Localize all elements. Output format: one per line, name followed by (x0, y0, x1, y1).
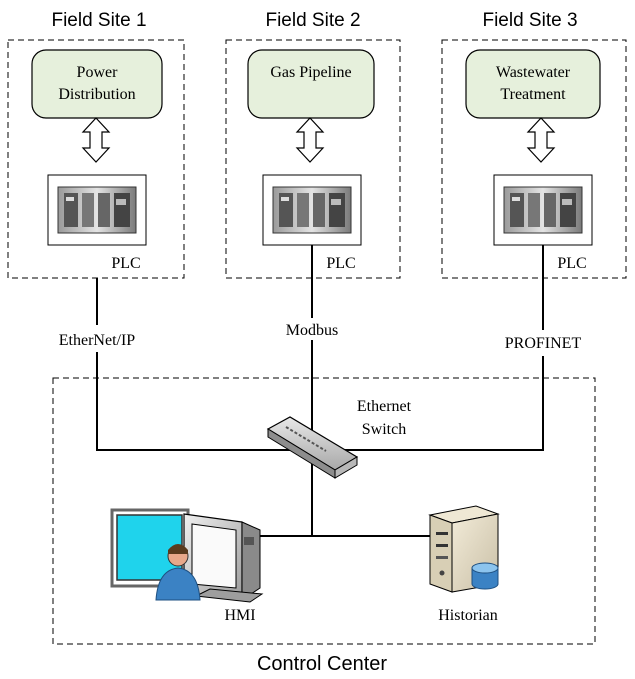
bidirectional-arrow-icon (81, 117, 111, 163)
process-label-line-2: Treatment (500, 86, 566, 103)
link-hmi-historian (252, 535, 448, 549)
switch-icon (266, 416, 359, 479)
process-label-line-1: Gas Pipeline (270, 64, 351, 81)
switch-label-line-1: Ethernet (357, 398, 412, 415)
historian-label: Historian (438, 607, 498, 624)
process-box: Power Distribution (31, 49, 163, 119)
hmi-workstation-icon (110, 508, 264, 603)
site-boundary (225, 39, 401, 279)
plc-icon (262, 174, 362, 246)
switch-label-line-2: Switch (362, 421, 406, 438)
site-title: Field Site 2 (265, 10, 360, 31)
site-boundary (441, 39, 627, 279)
plc-label: PLC (111, 255, 140, 272)
control-center-boundary (52, 377, 596, 645)
operator-icon (155, 544, 201, 601)
site-title: Field Site 1 (51, 10, 146, 31)
link-site-1-lower (96, 352, 290, 451)
field-site-3: Field Site 3 Wastewater Treatment PLC (441, 10, 627, 279)
protocol-label: EtherNet/IP (59, 332, 136, 349)
hmi-label: HMI (224, 607, 255, 624)
plc-icon (47, 174, 147, 246)
field-site-1: Field Site 1 Power Distribution PLC (7, 10, 185, 279)
process-box: Wastewater Treatment (465, 49, 601, 119)
process-label-line-1: Power (77, 64, 119, 81)
bidirectional-arrow-icon (526, 117, 556, 163)
database-icon (471, 562, 499, 590)
plc-icon (493, 174, 593, 246)
protocol-label: Modbus (286, 322, 338, 339)
protocol-label: PROFINET (505, 335, 582, 352)
network-links (96, 245, 544, 549)
process-box: Gas Pipeline (247, 49, 375, 119)
process-label-line-1: Wastewater (496, 64, 571, 81)
control-center-label: Control Center (257, 653, 387, 675)
plc-label: PLC (326, 255, 355, 272)
field-site-2: Field Site 2 Gas Pipeline PLC (225, 10, 401, 279)
link-site-3-lower (340, 356, 544, 451)
process-label-line-2: Distribution (58, 86, 135, 103)
site-title: Field Site 3 (482, 10, 577, 31)
bidirectional-arrow-icon (295, 117, 325, 163)
plc-label: PLC (557, 255, 586, 272)
